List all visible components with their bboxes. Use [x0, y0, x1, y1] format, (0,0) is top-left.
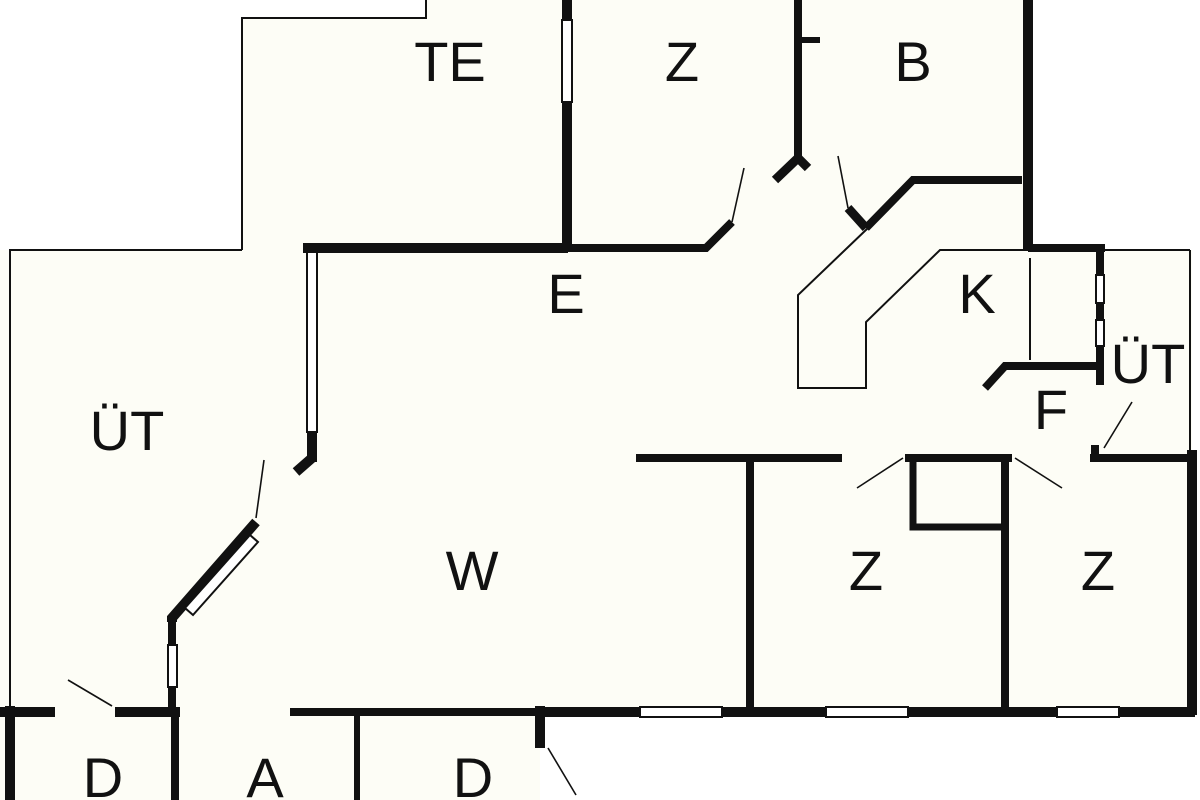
window [167, 644, 178, 688]
room-label-w: W [446, 539, 499, 602]
kitchen-counter-outline [797, 227, 1030, 389]
door-swing [255, 459, 265, 519]
room-label-ut-right: ÜT [1111, 332, 1186, 395]
room-label-z-top: Z [665, 30, 699, 93]
room-label-e: E [547, 262, 584, 325]
room-label-b: B [894, 30, 931, 93]
room-label-k: K [958, 262, 995, 325]
doors [67, 155, 1133, 796]
windows [167, 19, 1120, 718]
room-label-f: F [1034, 378, 1068, 441]
room-label-d-left: D [83, 746, 123, 800]
window [183, 533, 260, 617]
thin-outlines [9, 0, 1191, 710]
room-labels: TE Z B E K ÜT F ÜT W Z Z D A D [83, 30, 1186, 800]
window [639, 706, 723, 718]
window [561, 19, 573, 103]
window [825, 706, 909, 718]
door-swing [731, 167, 745, 223]
door-swing [547, 747, 577, 796]
room-label-d-mid: D [453, 746, 493, 800]
window [1056, 706, 1120, 718]
window [1095, 319, 1105, 347]
room-label-a: A [246, 746, 284, 800]
room-label-te: TE [414, 30, 486, 93]
door-swing [1103, 401, 1133, 449]
door-swing [837, 155, 849, 209]
door-swing [1014, 457, 1063, 489]
room-label-z-right: Z [1081, 539, 1115, 602]
window [306, 251, 318, 433]
window [1095, 274, 1105, 304]
door-swing [67, 679, 113, 707]
room-label-z-mid: Z [849, 539, 883, 602]
door-swing [856, 457, 904, 489]
room-label-ut-left: ÜT [90, 399, 165, 462]
